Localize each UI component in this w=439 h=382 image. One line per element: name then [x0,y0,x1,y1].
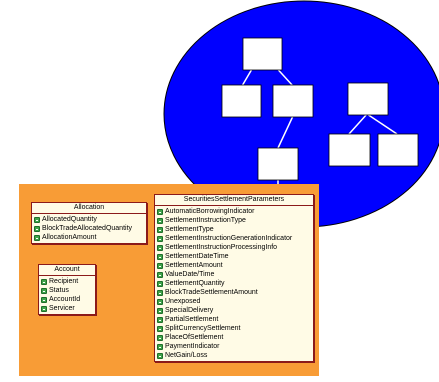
list-item: Status [41,286,94,295]
list-item: SpecialDelivery [157,306,312,315]
attribute-icon [157,298,163,305]
attribute-icon [41,296,47,303]
tree-node-root [242,37,283,71]
account-box: Account Recipient Status AccountId Servi… [38,264,96,315]
item-label: SettlementInstructionType [165,217,246,224]
item-label: SplitCurrencySettlement [165,325,241,332]
item-label: SettlementType [165,226,214,233]
list-item: AllocatedQuantity [34,215,145,224]
attribute-icon [157,253,163,260]
attribute-icon [157,217,163,224]
attribute-icon [41,278,47,285]
allocation-title: Allocation [32,203,146,214]
list-item: Servicer [41,304,94,313]
list-item: BlockTradeSettlementAmount [157,288,312,297]
ssp-title: SecuritiesSettlementParameters [155,195,313,206]
attribute-icon [157,334,163,341]
item-label: SpecialDelivery [165,307,214,314]
list-item: SplitCurrencySettlement [157,324,312,333]
list-item: AutomaticBorrowingIndicator [157,207,312,216]
attribute-icon [34,216,40,223]
list-item: SettlementDateTime [157,252,312,261]
item-label: SettlementInstructionGenerationIndicator [165,235,293,242]
item-label: BlockTradeSettlementAmount [165,289,258,296]
attribute-icon [157,208,163,215]
list-item: NetGain/Loss [157,351,312,360]
attribute-icon [157,244,163,251]
item-label: SettlementInstructionProcessingInfo [165,244,278,251]
tree-node-lower [257,147,299,181]
attribute-icon [157,325,163,332]
list-item: SettlementInstructionType [157,216,312,225]
list-item: SettlementInstructionGenerationIndicator [157,234,312,243]
item-label: Status [49,287,69,294]
list-item: PlaceOfSettlement [157,333,312,342]
item-label: AutomaticBorrowingIndicator [165,208,255,215]
item-label: AccountId [49,296,81,303]
account-title: Account [39,265,95,276]
item-label: PaymentIndicator [165,343,220,350]
list-item: AccountId [41,295,94,304]
attribute-icon [157,352,163,359]
attribute-icon [157,235,163,242]
item-label: ValueDate/Time [165,271,215,278]
tree-node-right-b [377,133,419,167]
list-item: SettlementAmount [157,261,312,270]
attribute-icon [157,316,163,323]
tree-node-left [221,84,262,118]
ssp-list: AutomaticBorrowingIndicator SettlementIn… [155,206,313,361]
item-label: SettlementAmount [165,262,223,269]
item-label: PartialSettlement [165,316,219,323]
list-item: BlockTradeAllocatedQuantity [34,224,145,233]
attribute-icon [41,287,47,294]
attribute-icon [34,234,40,241]
list-item: SettlementType [157,225,312,234]
item-label: PlaceOfSettlement [165,334,224,341]
attribute-icon [157,343,163,350]
item-label: Recipient [49,278,79,285]
attribute-icon [157,262,163,269]
attribute-icon [157,289,163,296]
tree-node-right-a [328,133,371,167]
item-label: Servicer [49,305,75,312]
attribute-icon [157,280,163,287]
item-label: BlockTradeAllocatedQuantity [42,225,133,232]
attribute-icon [157,307,163,314]
item-label: Unexposed [165,298,201,305]
allocation-list: AllocatedQuantity BlockTradeAllocatedQua… [32,214,146,243]
item-label: NetGain/Loss [165,352,208,359]
account-list: Recipient Status AccountId Servicer [39,276,95,314]
attribute-icon [157,271,163,278]
tree-node-right-top [347,82,389,116]
allocation-box: Allocation AllocatedQuantity BlockTradeA… [31,202,147,244]
list-item: Recipient [41,277,94,286]
list-item: ValueDate/Time [157,270,312,279]
list-item: PaymentIndicator [157,342,312,351]
list-item: AllocationAmount [34,233,145,242]
item-label: AllocatedQuantity [42,216,97,223]
securities-settlement-parameters-box: SecuritiesSettlementParameters Automatic… [154,194,314,362]
tree-nodes [221,37,419,181]
list-item: SettlementInstructionProcessingInfo [157,243,312,252]
list-item: Unexposed [157,297,312,306]
item-label: AllocationAmount [42,234,97,241]
orange-panel: Allocation AllocatedQuantity BlockTradeA… [19,184,319,376]
list-item: PartialSettlement [157,315,312,324]
attribute-icon [157,226,163,233]
item-label: SettlementQuantity [165,280,225,287]
attribute-icon [34,225,40,232]
list-item: SettlementQuantity [157,279,312,288]
tree-node-mid [272,84,314,118]
item-label: SettlementDateTime [165,253,229,260]
attribute-icon [41,305,47,312]
